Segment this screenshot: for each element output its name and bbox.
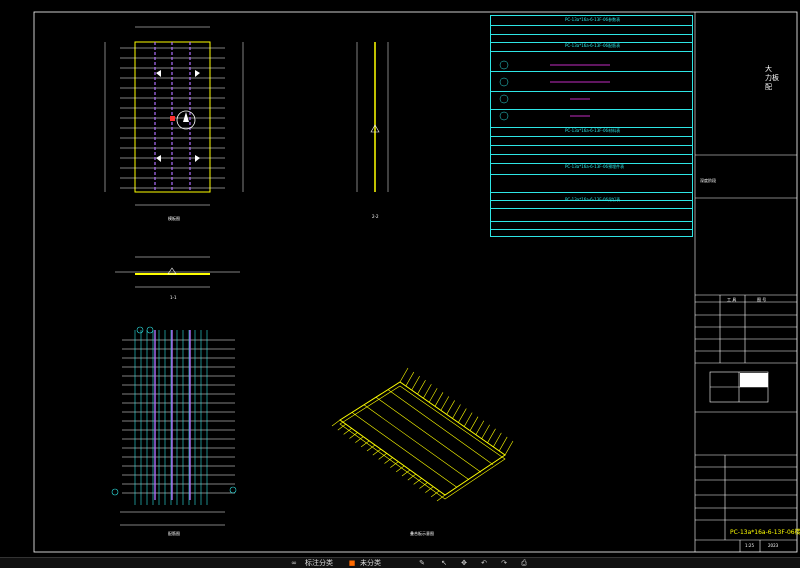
rebar-view bbox=[111, 326, 237, 526]
category-value[interactable]: 未分类 bbox=[360, 559, 381, 567]
title-field-stage: 深度阶段 bbox=[700, 178, 716, 183]
table-title-embedded: PC-13a*16a-6-13F-06预埋件表 bbox=[565, 164, 625, 169]
title-sheet-no: 2023 bbox=[768, 543, 779, 548]
plan-view bbox=[104, 26, 244, 206]
iso-label: 叠合板示意图 bbox=[410, 531, 434, 536]
section-2-label: 2-2 bbox=[372, 214, 379, 219]
category-color-icon: ■ bbox=[348, 559, 356, 567]
status-bar: ∞ 标注分类 ■ 未分类 ✎ ↖ ✥ ↶ ↷ ⎙ bbox=[0, 557, 800, 568]
section-1-1 bbox=[115, 256, 240, 288]
undo-icon[interactable]: ↶ bbox=[481, 559, 487, 567]
title-corner-text: 大 力板 配 bbox=[765, 65, 779, 91]
table-title-params: PC-13a*16a-6-13F-06参数表 bbox=[565, 17, 621, 22]
table-title-lifting: PC-13a*16a-6-13F-06吊钉表 bbox=[565, 197, 621, 202]
title-header-b: 图 号 bbox=[757, 297, 767, 302]
title-block bbox=[694, 12, 797, 552]
pencil-icon[interactable]: ✎ bbox=[419, 559, 425, 567]
isometric-view bbox=[331, 367, 514, 502]
redo-icon[interactable]: ↷ bbox=[501, 559, 507, 567]
parameter-tables bbox=[490, 15, 693, 237]
title-block-fill bbox=[740, 373, 768, 387]
plan-label: 模板图 bbox=[168, 216, 180, 221]
section-2-2 bbox=[356, 42, 389, 192]
rebar-label: 配筋图 bbox=[168, 531, 180, 536]
table-title-material: PC-13a*16a-6-13F-06材料表 bbox=[565, 128, 621, 133]
annotation-category[interactable]: 标注分类 bbox=[305, 559, 333, 567]
drawing-code: PC-13a*16a-6-13F-06楼板 bbox=[730, 529, 800, 536]
link-icon[interactable]: ∞ bbox=[291, 559, 297, 567]
move-icon[interactable]: ✥ bbox=[461, 559, 467, 567]
cursor-icon[interactable]: ↖ bbox=[441, 559, 447, 567]
print-icon[interactable]: ⎙ bbox=[521, 559, 527, 567]
section-1-label: 1-1 bbox=[170, 295, 177, 300]
title-header-a: 工 具 bbox=[727, 297, 737, 302]
table-marks bbox=[499, 60, 610, 121]
table-title-rebar: PC-13a*16a-6-13F-06配筋表 bbox=[565, 43, 621, 48]
title-scale: 1:25 bbox=[745, 543, 754, 548]
drawing-border bbox=[33, 11, 798, 553]
